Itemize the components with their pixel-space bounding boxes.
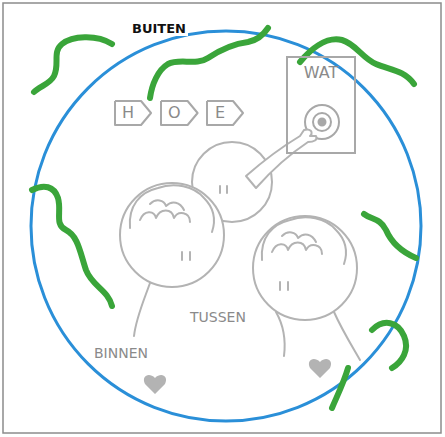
green-line [32,187,112,306]
left-shoulder [134,283,150,336]
green-line [372,323,406,368]
heart [309,359,331,378]
region-label: BUITEN [130,22,188,36]
eyes [280,282,288,290]
green-line [364,214,416,258]
region-label: BINNEN [92,346,150,361]
green-lines [32,28,416,408]
eyes [220,186,227,193]
step-arrow: H [114,100,152,126]
right-shoulders [276,312,360,360]
arrow-shape [115,101,151,125]
right-head [253,216,357,320]
box-title: WAT [286,56,356,82]
step-letter: H [114,100,142,122]
step-arrow: E [206,100,244,126]
brain-folds [272,232,322,254]
target-ring [313,113,331,131]
step-letter: E [206,100,234,122]
arrow-shape [161,101,198,125]
what-box: WAT [286,56,356,154]
frame [3,3,441,433]
arrow-shape [207,101,243,125]
step-arrow: O [160,100,199,126]
pointing-arm [246,129,317,188]
heart [144,375,166,394]
heads [120,129,360,360]
green-line [332,368,348,408]
eyes [182,252,190,260]
box-border [287,57,355,153]
left-head [120,183,224,287]
brain-folds [140,200,190,222]
brain [130,185,214,232]
region-label: TUSSEN [188,310,248,325]
green-line [150,28,268,98]
target-center [319,119,326,126]
brain [262,217,346,264]
step-letter: O [160,100,189,122]
outer-circle [31,31,421,421]
green-line [34,37,112,92]
